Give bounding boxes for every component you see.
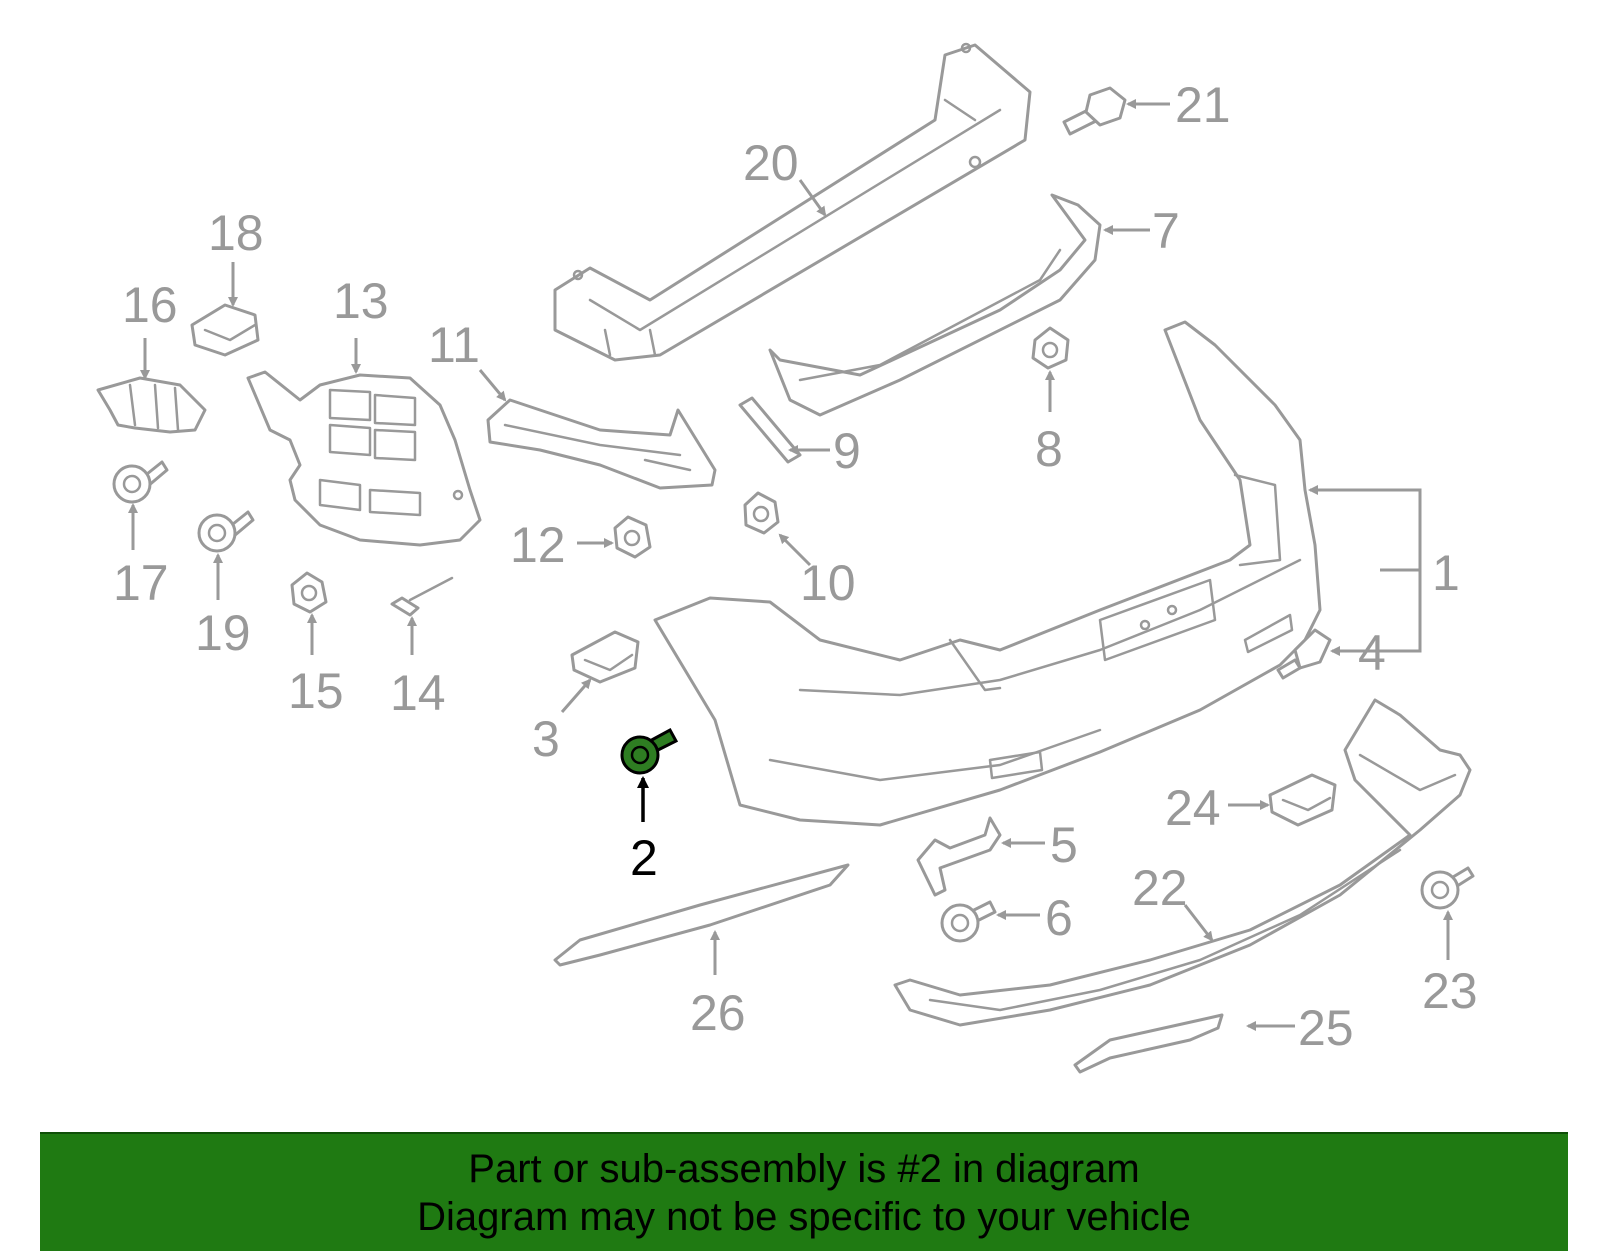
banner-line-part-number: Part or sub-assembly is #2 in diagram	[468, 1146, 1140, 1191]
callout-14: 14	[390, 665, 446, 721]
parts-diagram: 20 21 7 8 9 10 11 12 13 14 15 16 17 18 1…	[96, 42, 1478, 1074]
part-4-cap[interactable]	[1276, 628, 1332, 680]
callout-10: 10	[800, 555, 856, 611]
part-25-reflector[interactable]	[1073, 1013, 1224, 1074]
callout-12: 12	[510, 517, 566, 573]
callout-11: 11	[428, 317, 480, 373]
callout-7: 7	[1152, 203, 1180, 259]
leader-lines	[128, 99, 1453, 1031]
part-14-push-pin[interactable]	[390, 576, 454, 617]
part-16-bracket[interactable]	[96, 376, 207, 434]
callout-labels: 20 21 7 8 9 10 11 12 13 14 15 16 17 18 1…	[113, 77, 1478, 1056]
part-3-clip[interactable]	[570, 630, 640, 684]
part-5-bracket[interactable]	[916, 816, 1002, 897]
part-13-bracket[interactable]	[246, 370, 482, 547]
part-12-nut[interactable]	[613, 515, 652, 559]
callout-24: 24	[1165, 780, 1221, 836]
part-7-bracket[interactable]	[768, 193, 1102, 417]
part-22-lower-valance[interactable]	[893, 698, 1472, 1027]
callout-1: 1	[1432, 545, 1460, 601]
callout-22: 22	[1132, 860, 1188, 916]
part-17-screw[interactable]	[112, 460, 169, 504]
part-21-bolt[interactable]	[1062, 86, 1127, 136]
callout-9: 9	[833, 423, 861, 479]
banner-line-disclaimer: Diagram may not be specific to your vehi…	[417, 1194, 1191, 1239]
callout-3: 3	[532, 711, 560, 767]
info-banner: Part or sub-assembly is #2 in diagram Di…	[40, 1132, 1568, 1251]
part-6-screw[interactable]	[940, 900, 997, 943]
callout-13: 13	[333, 273, 389, 329]
part-2-screw-highlighted[interactable]	[620, 727, 679, 775]
part-10-nut[interactable]	[743, 491, 780, 535]
callout-17: 17	[113, 555, 169, 611]
callout-21: 21	[1175, 77, 1231, 133]
callout-2: 2	[630, 830, 658, 886]
callout-5: 5	[1050, 817, 1078, 873]
callout-15: 15	[288, 663, 344, 719]
callout-20: 20	[743, 135, 799, 191]
part-18-clip[interactable]	[190, 303, 260, 357]
part-8-nut[interactable]	[1031, 326, 1070, 370]
callout-8: 8	[1035, 421, 1063, 477]
part-11-bracket[interactable]	[486, 398, 717, 490]
callout-4: 4	[1358, 625, 1386, 681]
part-15-nut[interactable]	[290, 571, 328, 614]
callout-6: 6	[1045, 890, 1073, 946]
callout-26: 26	[690, 985, 746, 1041]
callout-16: 16	[122, 277, 178, 333]
callout-19: 19	[195, 605, 251, 661]
part-24-clip[interactable]	[1268, 773, 1337, 827]
part-26-reflector[interactable]	[553, 863, 850, 967]
callout-25: 25	[1298, 1000, 1354, 1056]
part-23-screw[interactable]	[1420, 866, 1475, 910]
part-19-screw[interactable]	[197, 510, 255, 553]
part-9-clip[interactable]	[738, 396, 802, 464]
part-20-reinforcement-beam[interactable]	[553, 42, 1032, 362]
callout-23: 23	[1422, 963, 1478, 1019]
part-1-bumper-cover[interactable]	[653, 320, 1322, 827]
callout-18: 18	[208, 205, 264, 261]
